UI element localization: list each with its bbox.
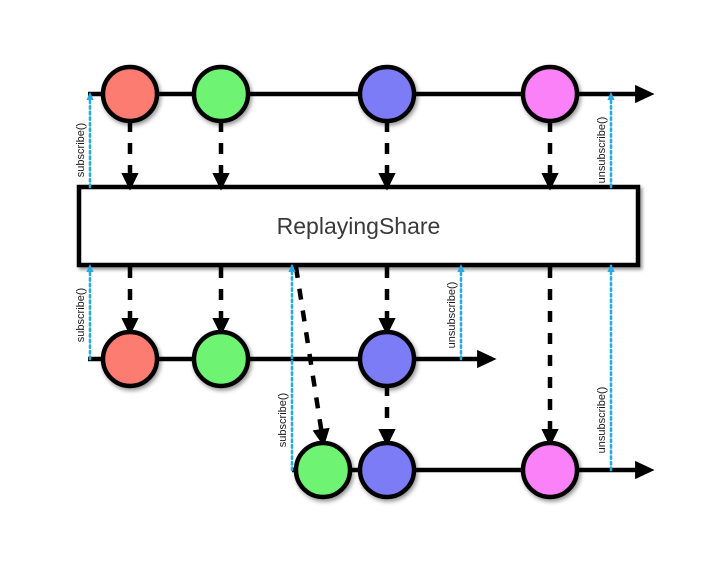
marble-sub1-blue[interactable] xyxy=(357,329,417,389)
emission-arrows-layer xyxy=(121,121,559,447)
lifecycle-lines-layer: subscribe() unsubscribe() subscribe() unsub… xyxy=(75,92,615,472)
marble-sub2-magenta[interactable] xyxy=(520,440,580,500)
timelines-layer xyxy=(88,84,655,480)
lifecycle-source-unsubscribe-label: unsubscribe() xyxy=(596,117,608,184)
operator-box[interactable] xyxy=(76,184,641,268)
marble-source-red[interactable] xyxy=(100,64,160,124)
marble-sub1-green[interactable] xyxy=(191,329,251,389)
lifecycle-source-subscribe-label: subscribe() xyxy=(75,123,87,177)
marble-source-magenta[interactable] xyxy=(520,64,580,124)
operator-box-layer: ReplayingShare xyxy=(76,184,641,268)
lifecycle-sub1-unsubscribe-label: unsubscribe() xyxy=(446,282,458,349)
lifecycle-sub2-subscribe-label: subscribe() xyxy=(277,393,289,447)
marble-sub2-blue[interactable] xyxy=(357,440,417,500)
marbles-layer xyxy=(100,64,580,500)
operator-box-label: ReplayingShare xyxy=(277,213,441,239)
lifecycle-sub2-unsubscribe-label: unsubscribe() xyxy=(596,387,608,454)
marble-sub2-green[interactable] xyxy=(293,440,353,500)
lifecycle-sub1-subscribe-label: subscribe() xyxy=(75,288,87,342)
marble-sub1-red[interactable] xyxy=(100,329,160,389)
emission-box-replay-to-sub2-green xyxy=(293,266,330,447)
marble-source-green[interactable] xyxy=(191,64,251,124)
marble-source-blue[interactable] xyxy=(357,64,417,124)
